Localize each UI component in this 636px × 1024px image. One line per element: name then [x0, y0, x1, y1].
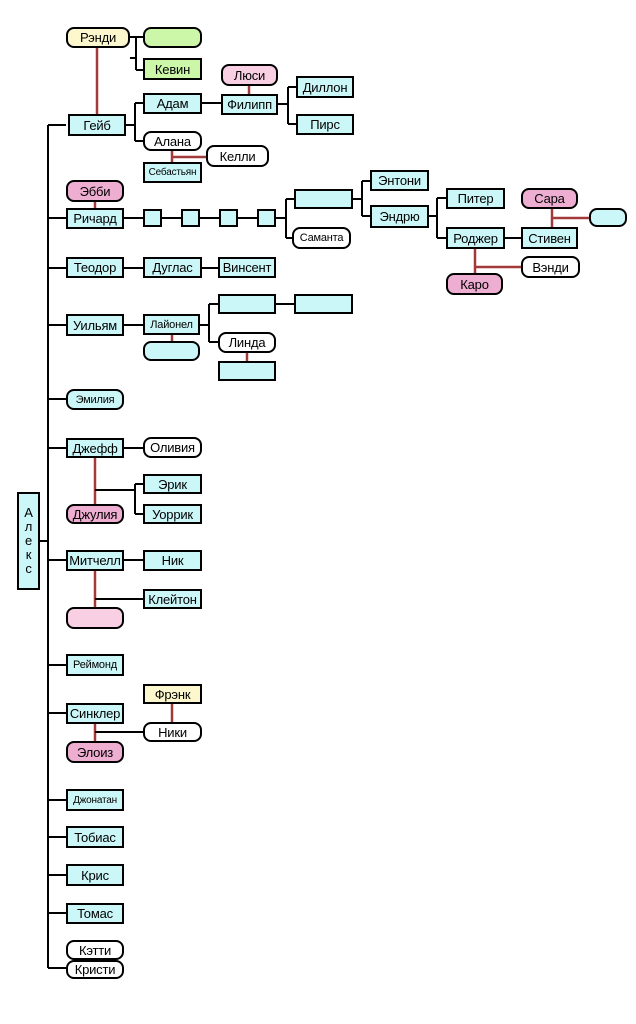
- person-alana[interactable]: Алана: [143, 131, 202, 151]
- person-sinclair[interactable]: Синклер: [66, 703, 124, 724]
- person-thomas[interactable]: Томас: [66, 903, 124, 924]
- person-pierce[interactable]: Пирс: [296, 114, 354, 135]
- person-jeff[interactable]: Джефф: [66, 438, 124, 458]
- person-unnamed-cyan-1[interactable]: [218, 294, 276, 314]
- person-vincent[interactable]: Винсент: [218, 257, 276, 278]
- person-unnamed-small-3[interactable]: [219, 209, 238, 227]
- person-raymond[interactable]: Реймонд: [66, 654, 124, 676]
- person-karo[interactable]: Каро: [446, 273, 503, 295]
- person-unnamed-cyan-2[interactable]: [294, 294, 353, 314]
- person-unnamed-cyan-top[interactable]: [294, 189, 353, 209]
- person-jonathan[interactable]: Джонатан: [66, 789, 124, 811]
- person-theodore[interactable]: Теодор: [66, 257, 124, 278]
- person-unnamed-mitchell-spouse[interactable]: [66, 607, 124, 629]
- person-lionel[interactable]: Лайонел: [143, 314, 200, 335]
- person-linda[interactable]: Линда: [218, 332, 276, 353]
- person-kristy[interactable]: Кристи: [66, 960, 124, 979]
- person-wendy[interactable]: Вэнди: [521, 256, 580, 278]
- person-philip[interactable]: Филипп: [221, 94, 278, 115]
- person-richard[interactable]: Ричард: [66, 208, 124, 229]
- person-chris[interactable]: Крис: [66, 864, 124, 886]
- person-steven[interactable]: Стивен: [521, 227, 578, 249]
- person-unnamed-cyan-3[interactable]: [218, 361, 276, 381]
- person-kevin[interactable]: Кевин: [143, 58, 202, 80]
- person-sebastian[interactable]: Себастьян: [143, 162, 202, 183]
- root-letter: л: [24, 519, 33, 534]
- person-abby[interactable]: Эбби: [66, 180, 124, 202]
- root-node-alex[interactable]: А л е к с: [17, 492, 40, 590]
- person-unnamed-small-2[interactable]: [181, 209, 200, 227]
- person-andrew[interactable]: Эндрю: [370, 205, 429, 228]
- person-eric[interactable]: Эрик: [143, 474, 202, 494]
- root-letter: А: [24, 505, 33, 520]
- person-julia[interactable]: Джулия: [66, 504, 124, 524]
- person-nick[interactable]: Ник: [143, 550, 202, 571]
- person-unnamed-small-4[interactable]: [257, 209, 276, 227]
- person-sara[interactable]: Сара: [521, 188, 578, 209]
- person-lucy[interactable]: Люси: [221, 64, 278, 86]
- root-letter: к: [25, 547, 32, 562]
- person-randy[interactable]: Рэнди: [66, 27, 130, 48]
- root-letter: с: [25, 561, 32, 576]
- person-tobias[interactable]: Тобиас: [66, 826, 124, 848]
- person-anthony[interactable]: Энтони: [370, 170, 429, 191]
- person-clayton[interactable]: Клейтон: [143, 589, 202, 609]
- person-unnamed-small-1[interactable]: [143, 209, 162, 227]
- person-roger[interactable]: Роджер: [446, 227, 505, 249]
- person-warrick[interactable]: Уоррик: [143, 504, 202, 524]
- person-kelly[interactable]: Келли: [206, 145, 269, 167]
- person-katie[interactable]: Кэтти: [66, 940, 124, 960]
- root-letter: е: [24, 533, 33, 548]
- person-olivia[interactable]: Оливия: [143, 437, 202, 458]
- person-unnamed-green[interactable]: [143, 27, 202, 48]
- person-eloise[interactable]: Элоиз: [66, 741, 124, 763]
- person-unnamed-lionel-spouse[interactable]: [143, 341, 200, 361]
- person-adam[interactable]: Адам: [143, 93, 202, 114]
- person-niki[interactable]: Ники: [143, 722, 202, 742]
- person-frank[interactable]: Фрэнк: [143, 684, 202, 704]
- person-samantha[interactable]: Саманта: [292, 227, 351, 249]
- person-emilia[interactable]: Эмилия: [66, 389, 124, 410]
- person-gabe[interactable]: Гейб: [68, 114, 126, 136]
- person-dillon[interactable]: Диллон: [296, 76, 354, 98]
- person-william[interactable]: Уильям: [66, 314, 124, 336]
- person-unnamed-steven-spouse[interactable]: [589, 208, 627, 227]
- person-peter[interactable]: Питер: [446, 188, 505, 209]
- person-mitchell[interactable]: Митчелл: [66, 550, 124, 571]
- person-douglas[interactable]: Дуглас: [143, 257, 202, 278]
